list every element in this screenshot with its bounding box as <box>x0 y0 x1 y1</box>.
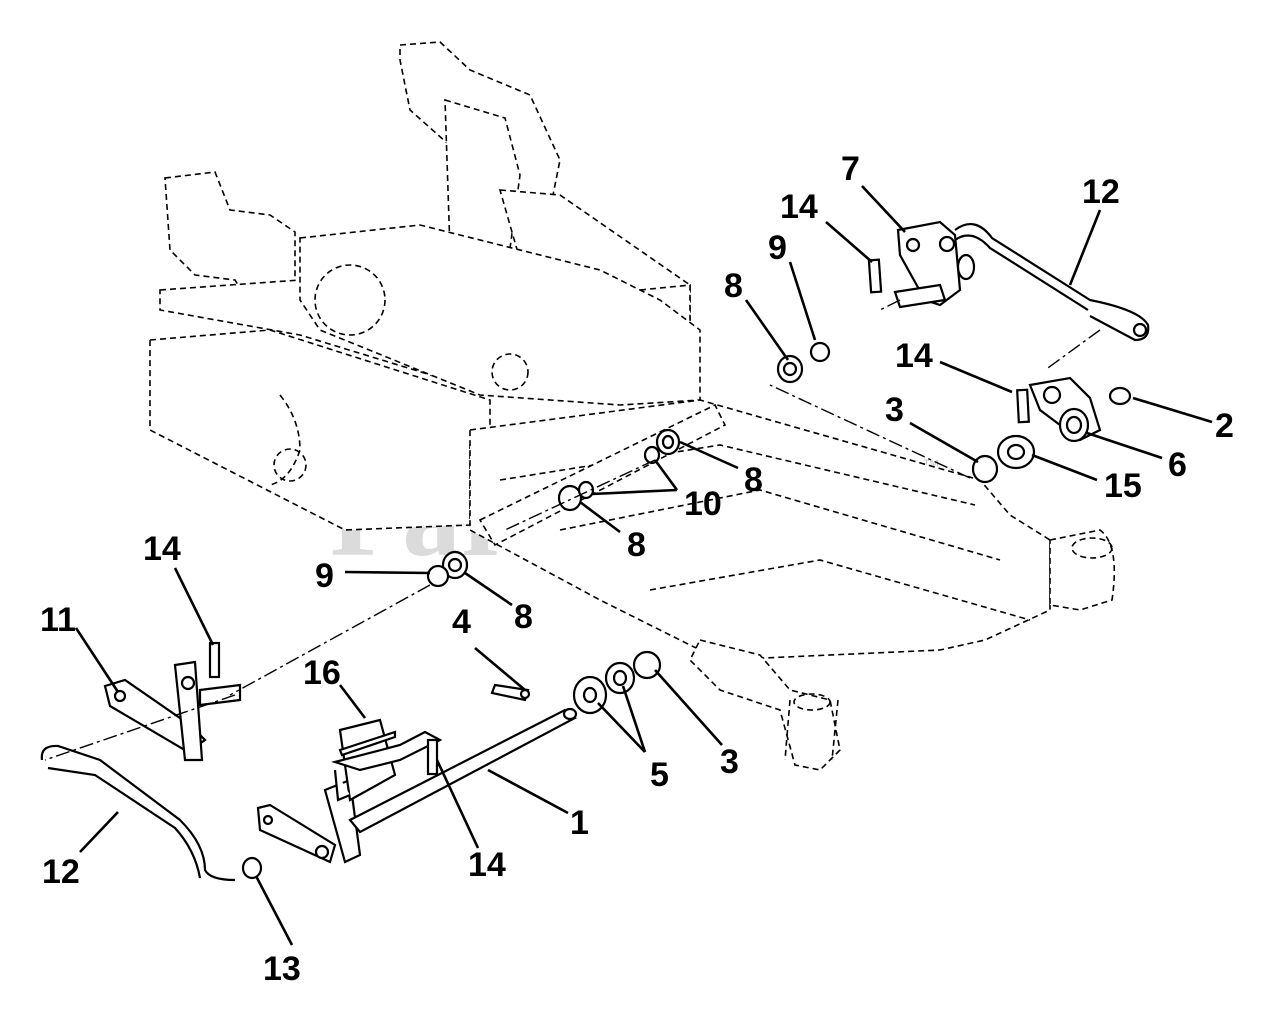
center-bushings <box>426 428 681 588</box>
callout-3-lower: 3 <box>720 743 739 781</box>
callout-10: 10 <box>684 485 722 523</box>
callout-8-left: 8 <box>514 598 533 636</box>
callout-3-right: 3 <box>885 391 904 429</box>
callout-5: 5 <box>650 756 669 794</box>
callout-14-left: 14 <box>143 530 181 568</box>
callout-14-mid: 14 <box>895 337 933 375</box>
callout-4: 4 <box>452 603 471 641</box>
mower-frame <box>149 41 1116 771</box>
callout-9-top: 9 <box>768 229 787 267</box>
callout-8-top: 8 <box>724 267 743 305</box>
leader-lines <box>74 185 1213 946</box>
upper-right-linkage <box>867 220 1150 342</box>
callout-16: 16 <box>303 654 341 692</box>
callout-9-left: 9 <box>315 557 334 595</box>
lower-washers <box>572 650 662 715</box>
callout-14-top: 14 <box>780 188 818 226</box>
callout-13: 13 <box>263 950 301 988</box>
callout-2: 2 <box>1215 407 1234 445</box>
callout-8-mid: 8 <box>627 526 646 564</box>
callout-8-mid-upper: 8 <box>744 461 763 499</box>
callout-labels: 7 12 14 9 8 14 2 3 6 15 8 10 8 9 8 14 11… <box>40 150 1234 988</box>
left-rod <box>40 744 263 882</box>
callout-1: 1 <box>570 804 589 842</box>
callout-6: 6 <box>1168 446 1187 484</box>
callout-14-bottom: 14 <box>468 846 506 884</box>
callout-11: 11 <box>40 601 76 639</box>
assembly-axes <box>44 299 1101 761</box>
left-bracket <box>103 641 242 762</box>
callout-12-top: 12 <box>1082 173 1120 211</box>
right-pivot-hardware <box>776 341 1132 484</box>
callout-7-top: 7 <box>841 150 860 188</box>
callout-12-left: 12 <box>42 853 80 891</box>
lower-shaft-assembly <box>256 683 578 864</box>
callout-15: 15 <box>1104 467 1142 505</box>
